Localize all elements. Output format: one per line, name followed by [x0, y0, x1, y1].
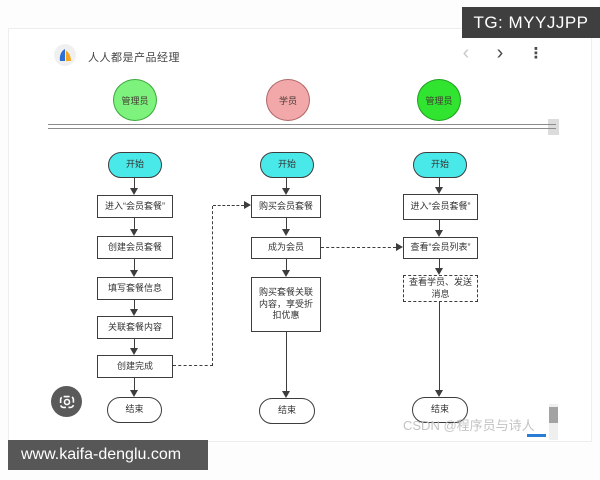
- lane-role-admin-right: 管理员: [417, 79, 461, 121]
- arrow-line: [134, 218, 135, 229]
- page-title: 人人都是产品经理: [88, 52, 180, 64]
- arrow-line: [286, 178, 287, 188]
- arrowhead-down-icon: [130, 188, 138, 195]
- arrowhead-down-icon: [130, 348, 138, 355]
- arrowhead-down-icon: [435, 187, 443, 194]
- arrow-line: [439, 220, 440, 230]
- node-start-admin-left: 开始: [108, 152, 162, 178]
- blue-accent-line: [527, 434, 546, 437]
- node-start-student: 开始: [260, 152, 314, 178]
- node-buy-member-package: 购买会员套餐: [251, 195, 321, 218]
- node-end-student: 结束: [259, 398, 315, 424]
- arrow-line: [439, 302, 440, 390]
- arrowhead-down-icon: [282, 229, 290, 236]
- arrowhead-down-icon: [282, 270, 290, 277]
- node-end-admin-right: 结束: [412, 397, 468, 423]
- arrowhead-right-icon: [396, 243, 403, 251]
- dashed-connector-segment: [212, 206, 213, 366]
- lane-role-admin-left: 管理员: [113, 79, 157, 121]
- csdn-watermark: CSDN @程序员与诗人: [403, 418, 535, 433]
- dashed-connector-segment: [213, 205, 244, 206]
- arrow-line: [286, 332, 287, 391]
- forward-button chevron-right-icon[interactable]: ›: [486, 40, 514, 66]
- screenshot-button[interactable]: [51, 386, 82, 417]
- node-view-students-send-message: 查看学员、发送消息: [403, 275, 478, 302]
- arrow-line: [134, 259, 135, 270]
- node-enter-member-package-left: 进入“会员套餐”: [97, 195, 173, 218]
- lane-role-student: 学员: [266, 79, 310, 121]
- dashed-connector-segment: [173, 365, 213, 366]
- scrollbar-thumb[interactable]: [549, 407, 558, 423]
- arrowhead-down-icon: [435, 390, 443, 397]
- website-badge: www.kaifa-denglu.com: [8, 440, 208, 470]
- more-menu-button kebab-menu-icon[interactable]: ⋮: [522, 40, 550, 66]
- node-fill-package-info: 填写套餐信息: [97, 277, 173, 300]
- arrowhead-down-icon: [130, 309, 138, 316]
- arrowhead-down-icon: [435, 230, 443, 237]
- woshipm-logo-icon: [54, 44, 76, 66]
- dashed-connector-segment: [321, 247, 396, 248]
- node-view-member-list: 查看“会员列表”: [403, 237, 478, 259]
- node-buy-linked-content-discount: 购买套餐关联内容，享受折扣优惠: [251, 277, 321, 332]
- arrow-line: [286, 218, 287, 229]
- node-create-member-package: 创建会员套餐: [97, 236, 173, 259]
- arrow-line: [134, 300, 135, 309]
- arrowhead-down-icon: [130, 229, 138, 236]
- woshipm-logo-glyph: [59, 49, 71, 61]
- arrow-line: [134, 339, 135, 348]
- divider-end-cap: [548, 119, 559, 135]
- node-end-admin-left: 结束: [107, 397, 162, 423]
- arrowhead-down-icon: [130, 270, 138, 277]
- arrow-line: [134, 378, 135, 390]
- node-become-member: 成为会员: [251, 237, 321, 259]
- arrowhead-down-icon: [435, 268, 443, 275]
- arrowhead-down-icon: [282, 188, 290, 195]
- lane-divider: [48, 124, 556, 129]
- arrowhead-down-icon: [282, 391, 290, 398]
- arrow-line: [286, 259, 287, 270]
- back-button chevron-left-icon[interactable]: ‹: [452, 40, 480, 66]
- arrow-line: [439, 178, 440, 187]
- node-start-admin-right: 开始: [413, 152, 467, 178]
- node-creation-complete: 创建完成: [97, 355, 173, 378]
- node-enter-member-package-right: 进入“会员套餐”: [403, 194, 478, 220]
- tg-contact-badge: TG: MYYJJPP: [462, 7, 600, 38]
- camera-icon: [59, 395, 74, 408]
- node-link-package-content: 关联套餐内容: [97, 316, 173, 339]
- arrowhead-down-icon: [130, 390, 138, 397]
- arrow-line: [439, 259, 440, 268]
- arrowhead-right-icon: [244, 201, 251, 209]
- arrow-line: [134, 178, 135, 188]
